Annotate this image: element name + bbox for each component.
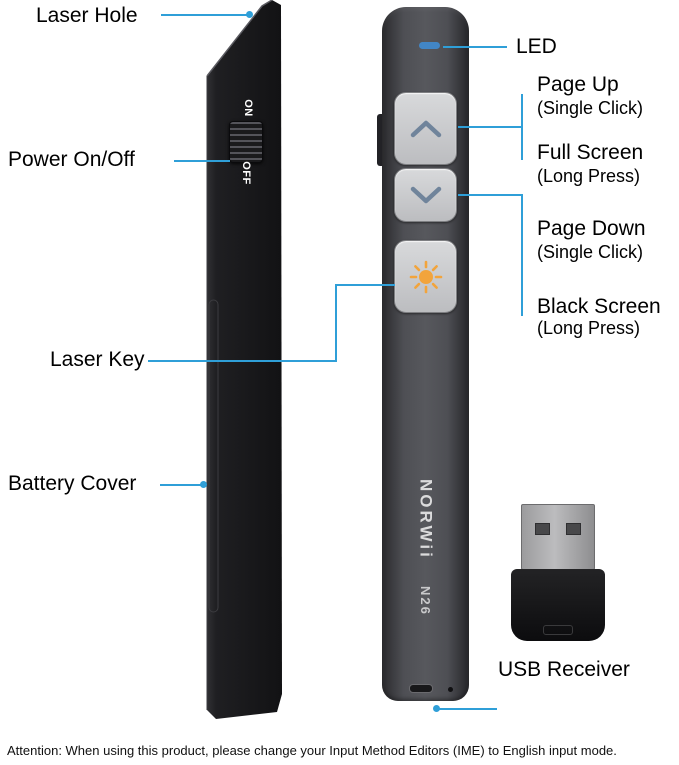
led-callout-line <box>443 46 507 48</box>
full-screen-sublabel: (Long Press) <box>537 166 641 186</box>
page-up-callout-line-v <box>521 94 523 160</box>
power-switch-slider <box>229 121 263 163</box>
power-on-off-label: Power On/Off <box>8 148 135 171</box>
laser-key-callout-line-v <box>335 284 337 362</box>
side-silhouette <box>207 0 282 719</box>
battery-cover-label: Battery Cover <box>8 472 137 495</box>
battery-cover-callout-dot <box>200 481 207 488</box>
brand-text-container: NORWii <box>382 479 469 560</box>
brand-text: NORWii <box>416 479 436 560</box>
led-indicator <box>419 42 440 49</box>
page-up-callout-line-h <box>458 126 523 128</box>
laser-hole-callout-line <box>161 14 249 16</box>
usb-plug-connector <box>521 504 595 570</box>
side-laser-button <box>377 114 383 166</box>
switch-on-label: ON <box>241 99 254 117</box>
top-edge-highlight <box>206 0 273 77</box>
laser-hole-callout-dot <box>246 11 253 18</box>
usb-plug-hole <box>535 523 550 535</box>
black-screen-label: Black Screen <box>537 295 661 318</box>
battery-cover-callout-line <box>160 484 204 486</box>
laser-key-callout-line-h1 <box>148 360 337 362</box>
model-text: N26 <box>418 586 433 616</box>
chevron-up-icon <box>410 120 441 137</box>
page-up-sublabel: (Single Click) <box>537 98 644 118</box>
page-down-sublabel: (Single Click) <box>537 242 644 262</box>
presenter-side-view <box>206 0 282 719</box>
laser-key-button <box>394 240 457 313</box>
sun-laser-icon <box>409 260 442 293</box>
model-text-container: N26 <box>382 586 469 616</box>
bottom-screw-dot <box>448 687 453 692</box>
led-label: LED <box>516 35 557 58</box>
battery-cover-seam <box>208 299 219 613</box>
page-down-button <box>394 168 457 222</box>
attention-note: Attention: When using this product, plea… <box>7 743 617 758</box>
switch-off-label: OFF <box>239 161 252 185</box>
chevron-down-icon <box>410 186 441 204</box>
laser-key-label: Laser Key <box>50 348 145 371</box>
page-up-button <box>394 92 457 165</box>
usb-receiver-notch <box>543 625 573 635</box>
page-up-label: Page Up <box>537 73 619 96</box>
power-callout-line <box>174 160 230 162</box>
laser-hole-label: Laser Hole <box>36 4 138 27</box>
laser-key-callout-line-h2 <box>335 284 395 286</box>
page-down-callout-line-h <box>458 194 523 196</box>
page-down-label: Page Down <box>537 217 646 240</box>
usb-receiver-body <box>511 569 605 641</box>
black-screen-sublabel: (Long Press) <box>537 318 641 338</box>
usb-callout-line <box>438 708 497 710</box>
page-down-callout-line-v <box>521 194 523 316</box>
usb-receiver-label: USB Receiver <box>498 658 630 681</box>
full-screen-label: Full Screen <box>537 141 644 164</box>
usb-callout-dot <box>433 705 440 712</box>
charging-port <box>409 684 433 693</box>
usb-plug-hole <box>566 523 581 535</box>
